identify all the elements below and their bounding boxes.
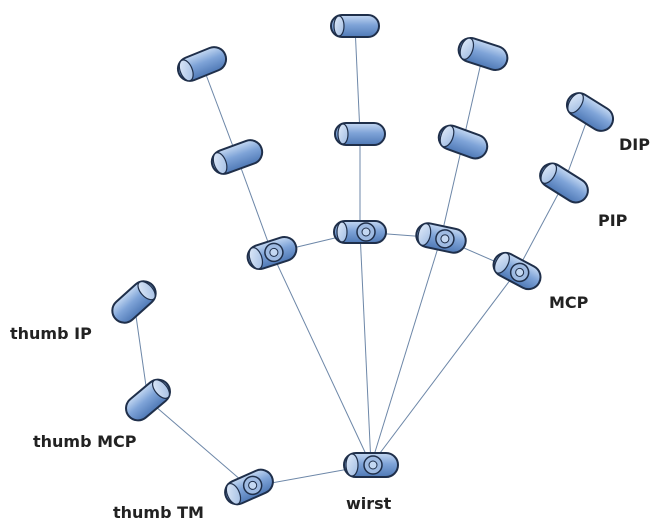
label-wrist: wirst: [346, 494, 392, 513]
label-pip: PIP: [598, 211, 628, 230]
rotary-joint-icon: [343, 452, 399, 478]
cylinder-joint-icon: [457, 36, 509, 72]
cylinder-joint-icon: [565, 92, 615, 132]
label-mcp: MCP: [549, 293, 589, 312]
bone-little-1: [516, 182, 565, 272]
bone-thumb-1: [147, 399, 250, 488]
cylinder-joint-icon: [111, 280, 157, 324]
bone-thumb-2: [133, 301, 149, 401]
bone-middle-2: [354, 25, 361, 135]
bone-index-1: [236, 156, 273, 254]
bone-ring-2: [462, 53, 484, 143]
plain-joints: [111, 14, 615, 422]
cylinder-joint-icon: [539, 162, 589, 204]
label-thumb-ip: thumb IP: [10, 324, 92, 343]
label-dip: DIP: [619, 135, 650, 154]
bone-wrist-ring: [370, 237, 442, 466]
rotary-joint-icon: [333, 220, 387, 244]
rotary-joint-icon: [492, 251, 542, 291]
rotary-joint-icon: [415, 222, 467, 254]
cylinder-joint-icon: [176, 46, 228, 82]
rotary-joint-icon: [224, 468, 274, 506]
rotary-joint-icon: [246, 235, 298, 271]
label-thumb-mcp: thumb MCP: [33, 432, 137, 451]
bone-ring-1: [440, 141, 464, 239]
cylinder-joint-icon: [330, 14, 380, 38]
rotary-joints: [224, 220, 542, 506]
bone-wrist-little: [370, 270, 518, 466]
cylinder-joint-icon: [437, 124, 489, 160]
label-thumb-tm: thumb TM: [113, 503, 204, 521]
cylinder-joint-icon: [210, 139, 264, 175]
cylinder-joint-icon: [334, 122, 386, 146]
bone-wrist-index: [271, 252, 372, 466]
bone-index-2: [201, 63, 238, 158]
cylinder-joint-icon: [125, 378, 171, 422]
bone-wrist-middle: [359, 231, 372, 466]
bone-lines: [133, 25, 591, 488]
